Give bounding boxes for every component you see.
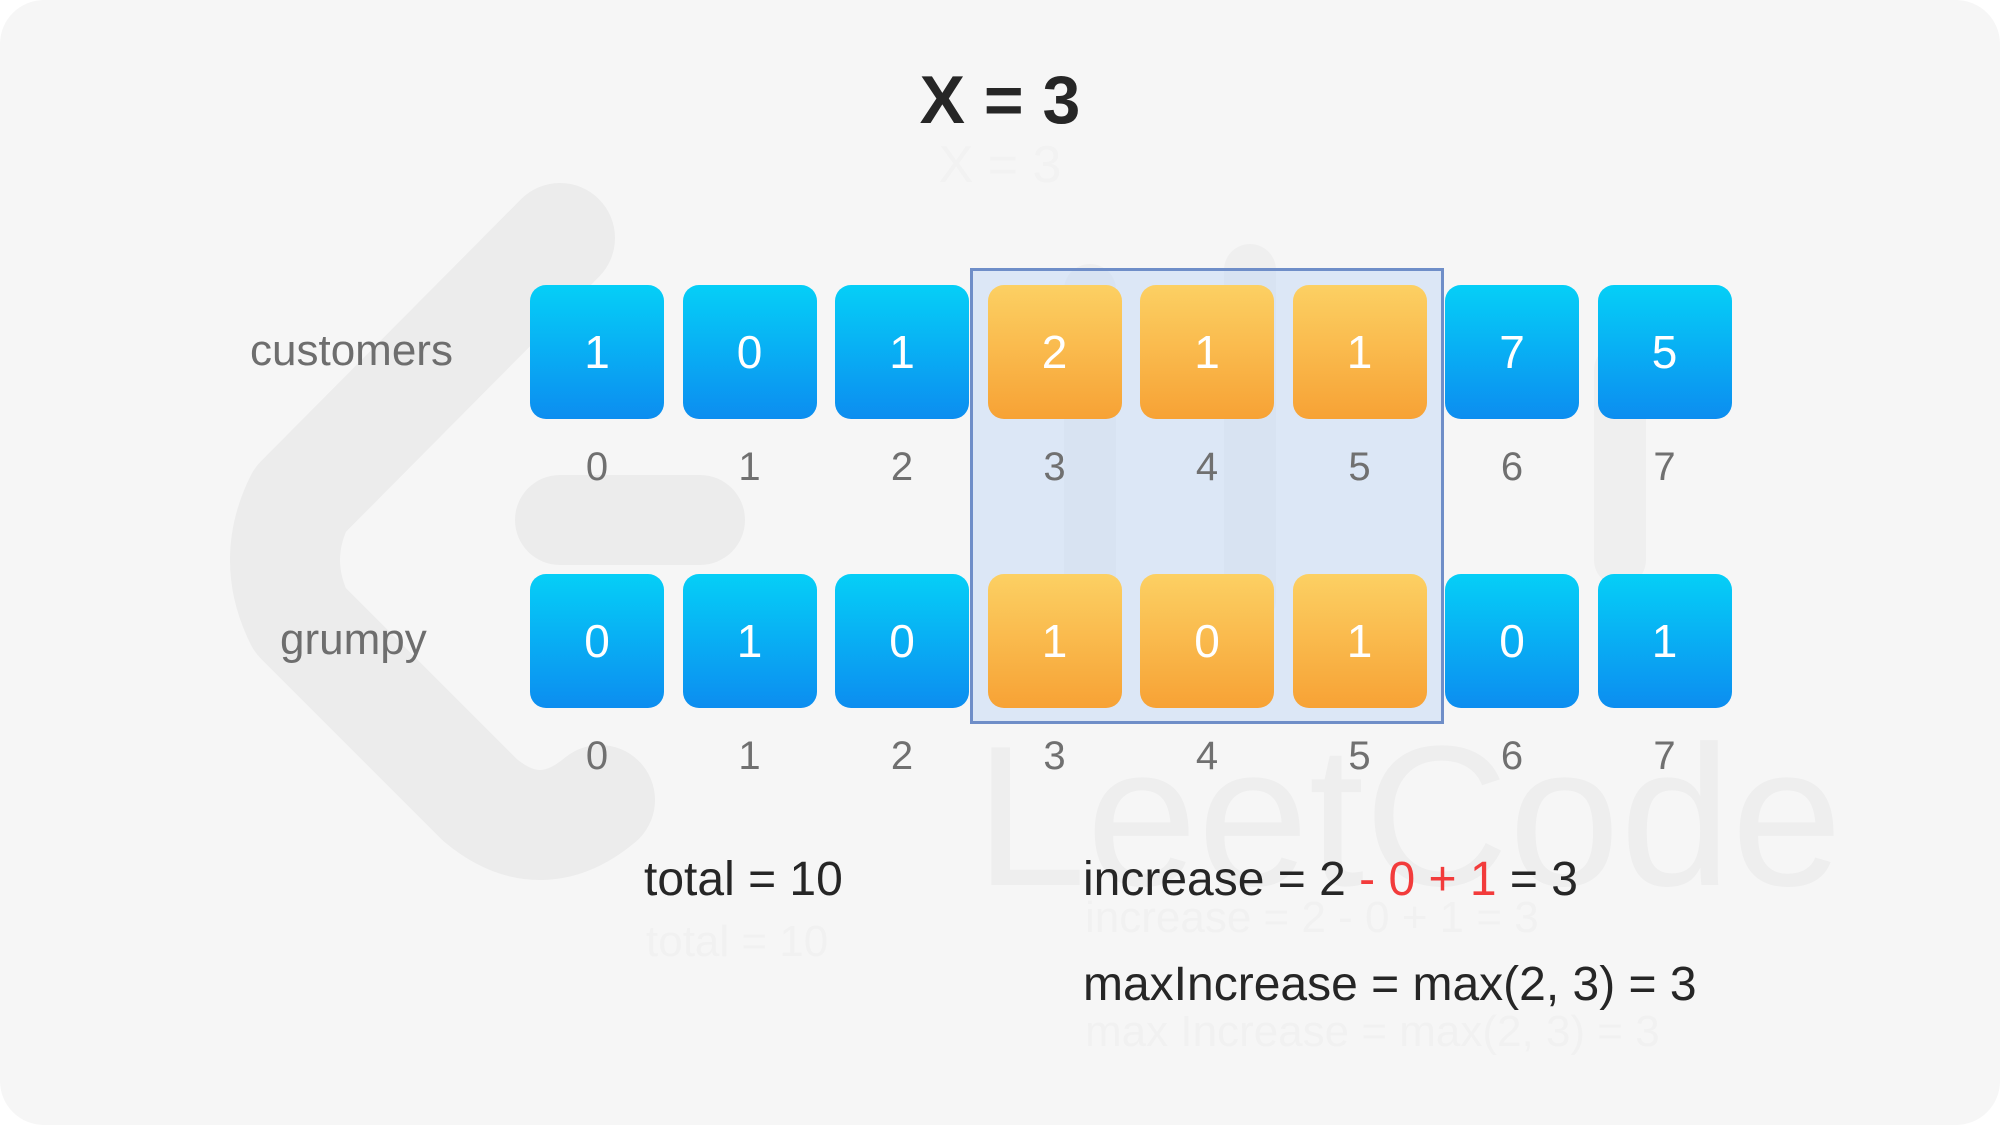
customers-cell-4: 1: [1140, 285, 1274, 419]
customers-index-3: 3: [1043, 445, 1066, 489]
grumpy-cell-2: 0: [835, 574, 969, 708]
grumpy-index-6: 6: [1500, 734, 1524, 778]
customers-cell-7: 5: [1597, 285, 1732, 419]
grumpy-cell-7: 1: [1597, 574, 1732, 708]
customers-index-0: 0: [585, 445, 609, 489]
customers-index-7: 7: [1653, 445, 1676, 489]
grumpy-index-5: 5: [1348, 734, 1371, 778]
customers-index-5: 5: [1348, 445, 1371, 489]
total-formula-reflection: total = 10: [646, 917, 829, 966]
row-label-grumpy: grumpy: [280, 615, 427, 664]
customers-cell-0: 1: [530, 285, 664, 419]
customers-index-2: 2: [890, 445, 914, 489]
grumpy-index-4: 4: [1195, 734, 1219, 778]
customers-cell-5: 1: [1292, 285, 1427, 419]
increase-formula: increase = 2 - 0 + 1 = 3: [1083, 850, 1578, 910]
customers-index-6: 6: [1500, 445, 1524, 489]
total-formula: total = 10: [644, 853, 843, 906]
customers-cell-3: 2: [987, 285, 1122, 419]
increase-add-term: + 1: [1428, 853, 1497, 906]
grumpy-cell-4: 0: [1140, 574, 1274, 708]
grumpy-index-0: 0: [585, 734, 609, 778]
grumpy-cell-3: 1: [987, 574, 1122, 708]
customers-index-1: 1: [738, 445, 761, 489]
grumpy-cell-6: 0: [1445, 574, 1579, 708]
grumpy-index-1: 1: [738, 734, 761, 778]
window-size-title-reflection: X = 3: [938, 136, 1062, 194]
increase-formula-reflection: increase = 2 - 0 + 1 = 3: [1085, 893, 1539, 942]
max-increase-formula-reflection: max Increase = max(2, 3) = 3: [1085, 1007, 1660, 1056]
increase-subtract-term: - 0: [1359, 853, 1416, 906]
grumpy-cell-1: 1: [682, 574, 817, 708]
increase-result: = 3: [1496, 853, 1578, 906]
customers-cell-1: 0: [682, 285, 817, 419]
grumpy-cell-0: 0: [530, 574, 664, 708]
row-label-customers: customers: [250, 326, 453, 375]
increase-prefix: increase = 2: [1083, 853, 1360, 906]
window-size-title: X = 3: [919, 62, 1081, 138]
grumpy-index-3: 3: [1043, 734, 1066, 778]
customers-cell-6: 7: [1445, 285, 1579, 419]
customers-index-4: 4: [1195, 445, 1219, 489]
grumpy-cell-5: 1: [1292, 574, 1427, 708]
grumpy-index-2: 2: [890, 734, 914, 778]
grumpy-index-7: 7: [1653, 734, 1676, 778]
max-increase-formula: maxIncrease = max(2, 3) = 3: [1083, 958, 1697, 1011]
customers-cell-2: 1: [835, 285, 969, 419]
